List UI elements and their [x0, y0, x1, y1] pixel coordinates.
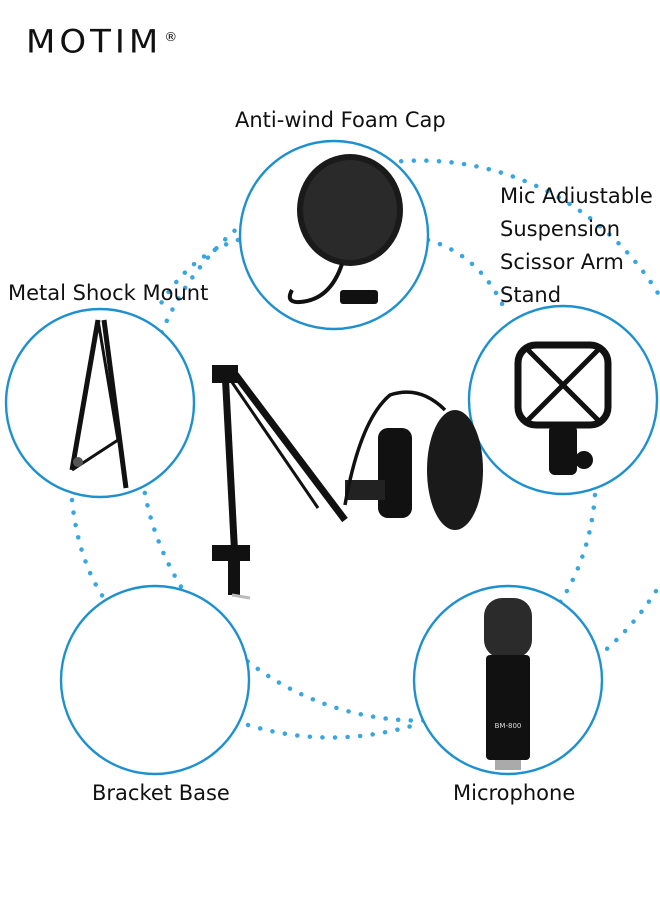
label-line-4: Stand [500, 283, 562, 307]
label-bracket-base: Bracket Base [92, 781, 230, 805]
dotted-arcs [69, 237, 598, 740]
circle-bracket-base [59, 584, 251, 776]
label-shock-mount: Metal Shock Mount [8, 281, 209, 305]
circle-scissor-arm [4, 307, 196, 499]
label-line-1: Mic Adiustable [500, 184, 653, 208]
circle-microphone: BM-800 [412, 584, 604, 776]
circle-shock-mount [467, 304, 659, 496]
circle-pop-filter [238, 139, 430, 331]
center-product [212, 365, 483, 600]
registered-mark: ® [164, 30, 178, 45]
label-line-2: Suspension [500, 217, 621, 241]
brand-name: MOTIM [26, 23, 163, 61]
label-microphone: Microphone [453, 781, 576, 805]
label-scissor-arm-stand: Mic Adiustable Suspension Scissor Arm St… [500, 180, 653, 312]
label-line-3: Scissor Arm [500, 250, 624, 274]
mic-model-text: BM-800 [495, 722, 522, 730]
label-foam-cap: Anti-wind Foam Cap [235, 108, 446, 132]
brand-logo: MOTIM® [26, 23, 177, 61]
